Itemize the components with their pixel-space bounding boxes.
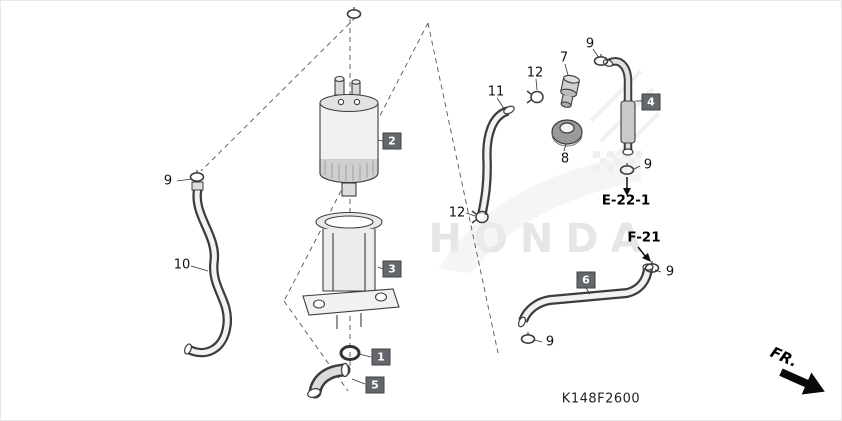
tube-clamp xyxy=(471,210,489,224)
callout-12-mid: 12 xyxy=(448,205,466,221)
hose-clip xyxy=(189,170,205,182)
callout-9-e221: 9 xyxy=(643,157,653,173)
fuel-joint-valve xyxy=(560,74,580,108)
reference-f-21: F-21 xyxy=(627,229,661,246)
fuel-hose-10 xyxy=(184,181,232,358)
grommet xyxy=(551,119,583,147)
callout-1: 1 xyxy=(371,348,391,366)
callout-9-bottom: 9 xyxy=(545,334,555,350)
callout-8: 8 xyxy=(560,151,570,167)
callout-11: 11 xyxy=(487,84,505,100)
o-ring xyxy=(339,345,361,361)
hose-clip xyxy=(593,54,609,66)
callout-12-top: 12 xyxy=(526,65,544,81)
callout-7: 7 xyxy=(559,50,569,66)
callout-3: 3 xyxy=(382,260,402,278)
hose-clips xyxy=(189,7,660,344)
callout-10: 10 xyxy=(173,257,191,273)
callout-9-topright: 9 xyxy=(585,36,595,52)
fuel-hose-6 xyxy=(517,263,654,328)
callout-2: 2 xyxy=(382,132,402,150)
tube-clamps xyxy=(471,90,544,224)
callout-9-f21: 9 xyxy=(665,264,675,280)
diagram-part-code: K148F2600 xyxy=(561,391,641,407)
fr-direction-arrow xyxy=(779,368,825,395)
hose-clip xyxy=(520,332,536,344)
callout-5: 5 xyxy=(365,376,385,394)
reference-e22-1: E-22-1 xyxy=(601,192,651,209)
callout-9-left: 9 xyxy=(163,173,173,189)
pump-bracket xyxy=(302,211,400,329)
elbow-joint-tube xyxy=(307,362,351,399)
callout-6: 6 xyxy=(576,271,596,289)
leader-lines xyxy=(176,48,662,385)
hose-clip xyxy=(644,261,660,273)
hose-clip xyxy=(619,163,635,175)
hose-clip xyxy=(346,7,362,19)
tube-clamp xyxy=(526,90,544,104)
fuel-hose-11 xyxy=(477,105,515,215)
callout-4: 4 xyxy=(641,93,661,111)
reference-arrows xyxy=(623,177,651,262)
breather-tube-4 xyxy=(602,57,636,156)
fuel-pump-unit xyxy=(319,75,379,197)
dashed-guide-lines xyxy=(200,16,499,392)
